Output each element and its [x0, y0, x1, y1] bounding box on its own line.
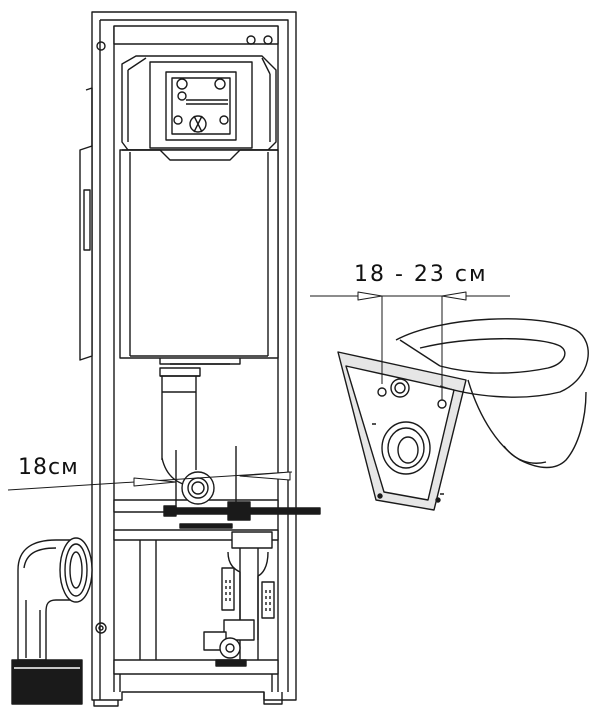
elbow-drain-pipe [11, 537, 93, 705]
water-supply-valve [203, 531, 275, 667]
cistern [119, 55, 279, 365]
threaded-rods [163, 501, 321, 529]
flush-dimension-line [7, 448, 293, 506]
bowl-dimension-line [310, 291, 510, 400]
flush-spacing-label: 18см [18, 455, 79, 480]
wall-hung-bowl [337, 318, 589, 511]
bowl-spacing-label: 18 - 23 см [354, 262, 488, 287]
